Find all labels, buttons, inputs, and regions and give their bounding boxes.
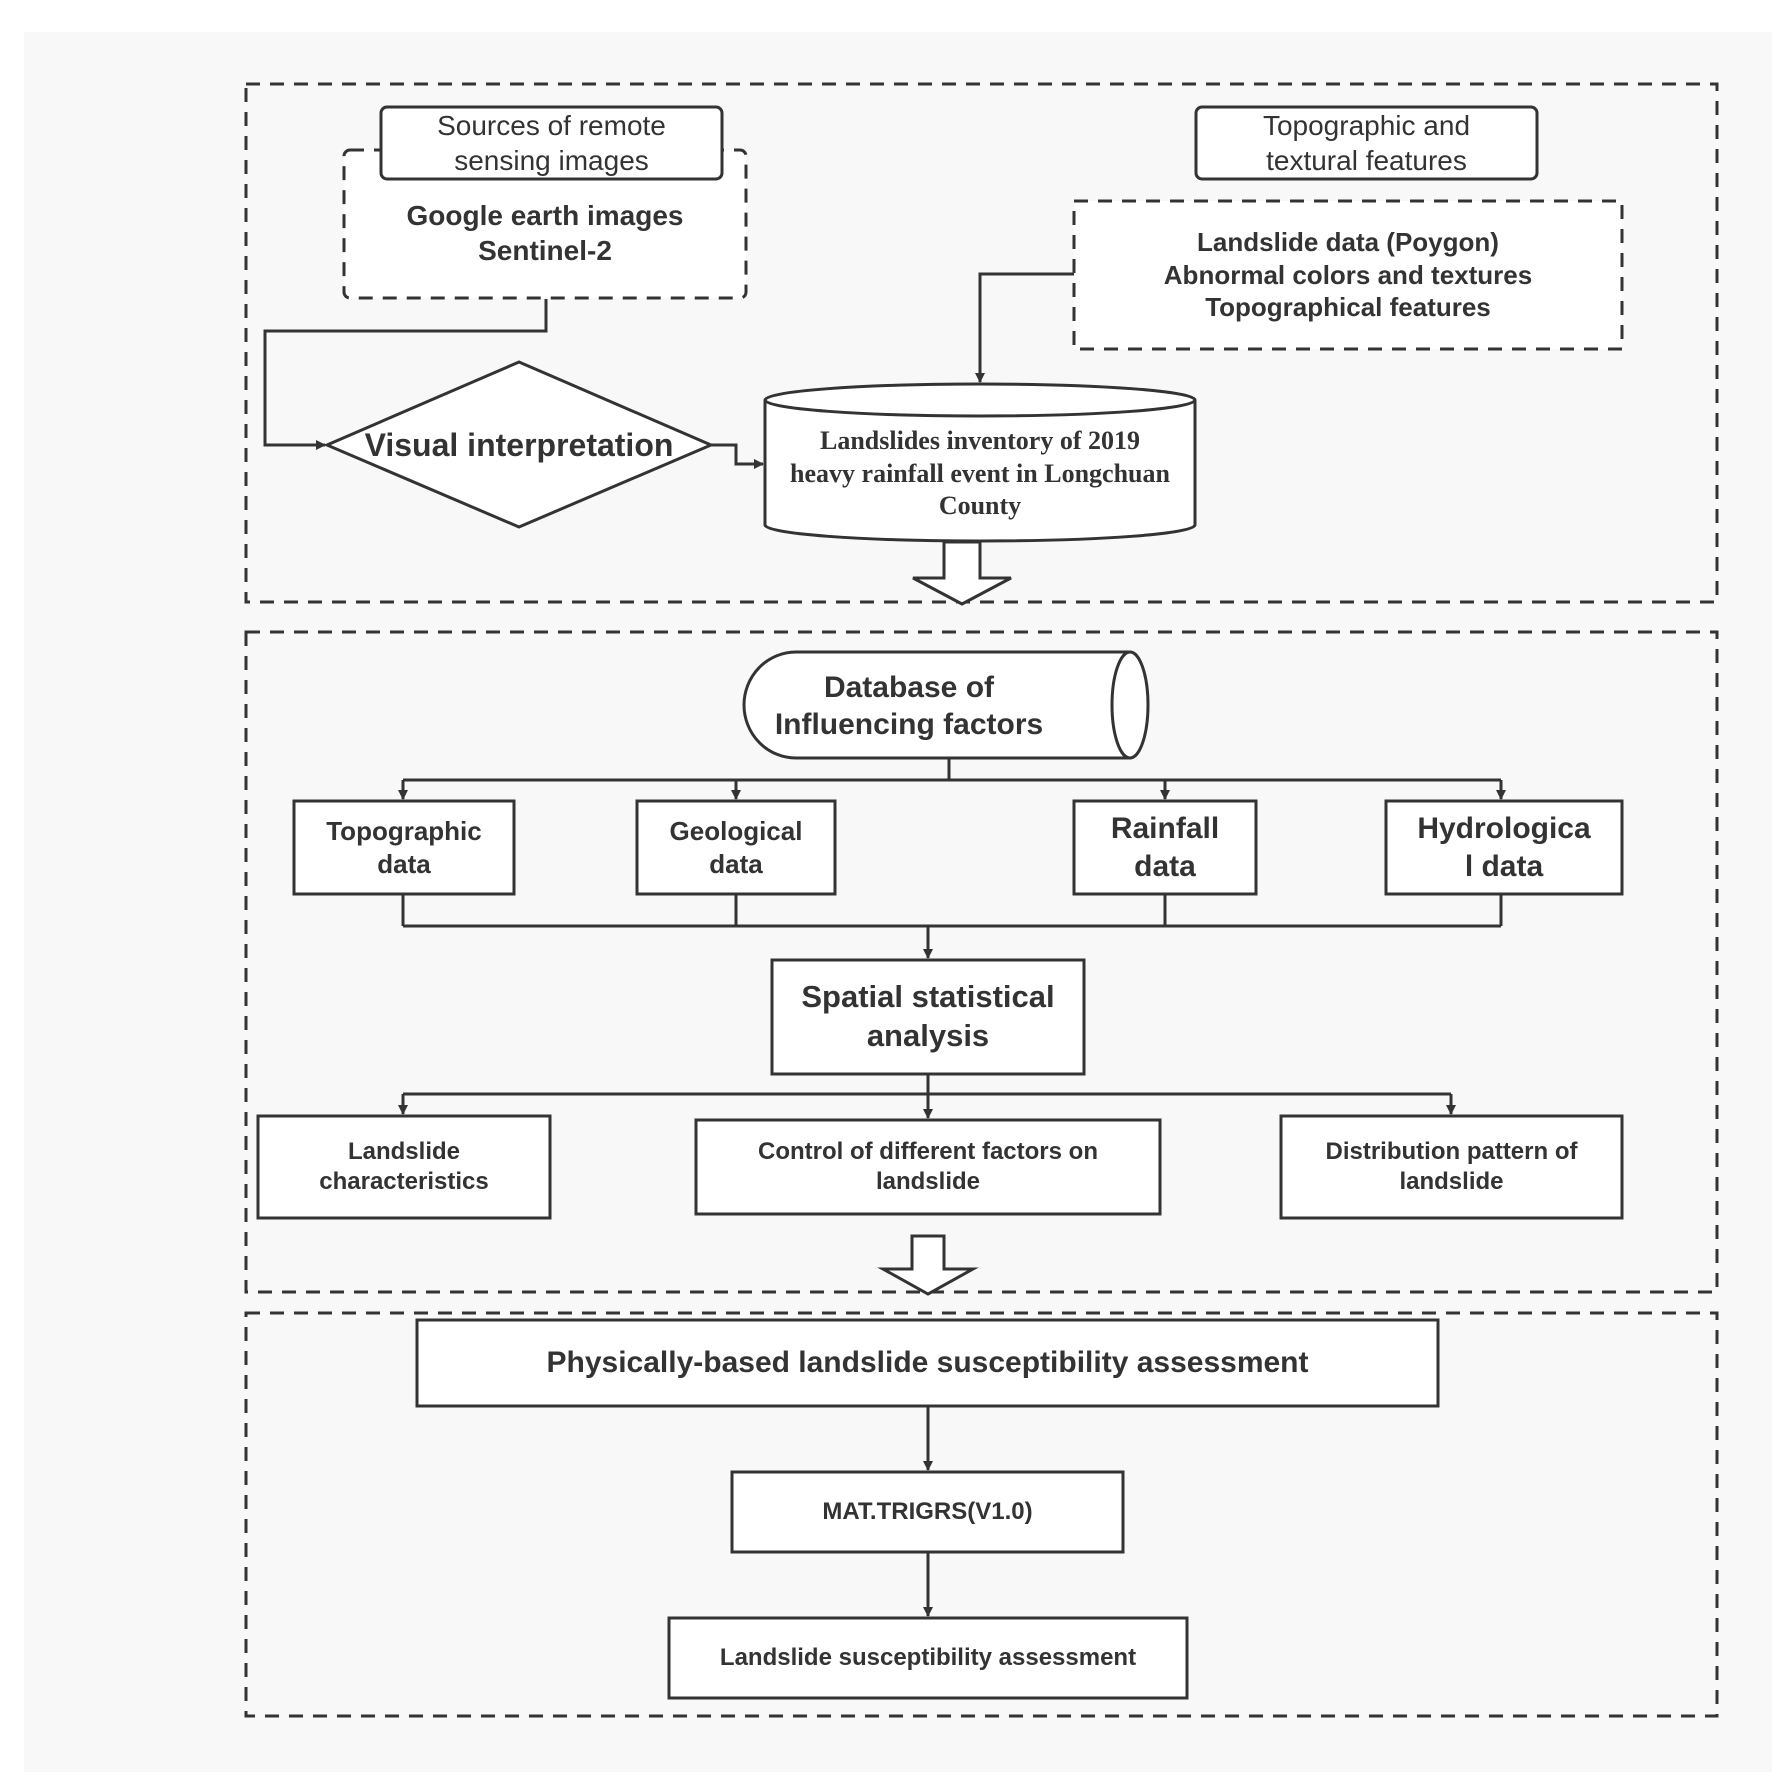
section-1-frame xyxy=(244,82,1719,604)
topographic-data-box xyxy=(292,799,516,896)
connector-topo-to-inventory xyxy=(975,272,1074,383)
geological-data-box xyxy=(635,799,837,896)
inventory-database-cylinder xyxy=(763,382,1197,543)
hydrological-data-label: Hydrologica l data xyxy=(1417,812,1591,883)
distribution-pattern-label: Distribution pattern of landslide xyxy=(1325,1138,1578,1195)
physically-based-box xyxy=(415,1318,1440,1408)
topographic-data-label: Topographic data xyxy=(326,816,482,879)
sources-title-label: Sources of remote sensing images xyxy=(437,110,666,176)
hydrological-data-box xyxy=(1384,799,1624,896)
spatial-analysis-label: Spatial statistical analysis xyxy=(801,979,1055,1053)
connector-diamond-to-inventory xyxy=(711,443,764,469)
topo-list-box xyxy=(1072,199,1624,351)
control-factors-label: Control of different factors on landslid… xyxy=(758,1138,1098,1195)
geological-data-label: Geological data xyxy=(669,816,803,879)
landslide-characteristics-label: Landslide characteristics xyxy=(319,1138,489,1195)
physically-based-label: Physically-based landslide susceptibilit… xyxy=(546,1346,1309,1380)
mat-trigrs-label: MAT.TRIGRS(V1.0) xyxy=(822,1498,1033,1525)
rainfall-data-box xyxy=(1072,799,1258,896)
sources-title-box xyxy=(379,105,724,181)
susceptibility-box xyxy=(667,1616,1189,1700)
inventory-label: Landslides inventory of 2019 heavy rainf… xyxy=(790,426,1170,521)
rainfall-data-label: Rainfall data xyxy=(1110,812,1220,883)
section-1-down-arrow xyxy=(912,540,1012,606)
control-factors-box xyxy=(694,1118,1162,1216)
visual-interpretation-label: Visual interpretation xyxy=(364,427,674,463)
topo-title-box xyxy=(1194,105,1539,181)
database-label: Database of Influencing factors xyxy=(774,670,1044,742)
section-2-frame xyxy=(244,630,1719,1294)
distribution-pattern-box xyxy=(1279,1114,1624,1220)
connector-sources-to-diamond xyxy=(263,299,548,450)
spatial-analysis-box xyxy=(770,958,1086,1076)
susceptibility-label: Landslide susceptibility assessment xyxy=(719,1644,1137,1671)
topo-title-label: Topographic and textural features xyxy=(1262,110,1471,176)
influencing-factors-database xyxy=(742,650,1150,760)
section-2-down-arrow xyxy=(877,1234,979,1296)
sources-list-label: Google earth images Sentinel-2 xyxy=(406,199,684,266)
landslide-characteristics-box xyxy=(256,1114,552,1220)
topo-list-label: Landslide data (Poygon) Abnormal colors … xyxy=(1163,227,1533,323)
mat-trigrs-box xyxy=(730,1470,1125,1554)
